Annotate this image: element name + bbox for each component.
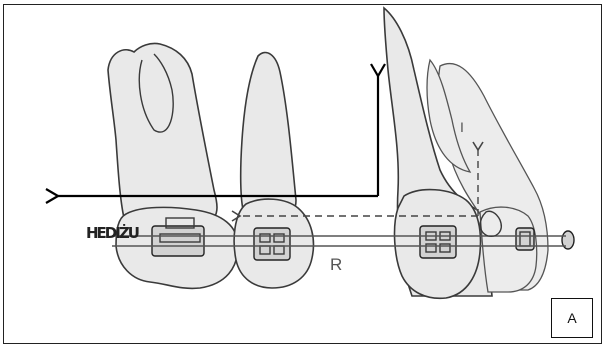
canine-bracket — [420, 226, 456, 258]
molar-tooth — [108, 43, 217, 218]
label-r: R — [330, 255, 342, 274]
artifact-text: HEDIŻU — [86, 224, 138, 242]
force-arrows — [58, 76, 378, 196]
premolar-bracket — [254, 228, 290, 260]
panel-label: A — [567, 310, 576, 326]
premolar-tooth — [241, 53, 296, 214]
label-i: I — [460, 119, 464, 135]
panel-label-box: A — [551, 298, 593, 338]
